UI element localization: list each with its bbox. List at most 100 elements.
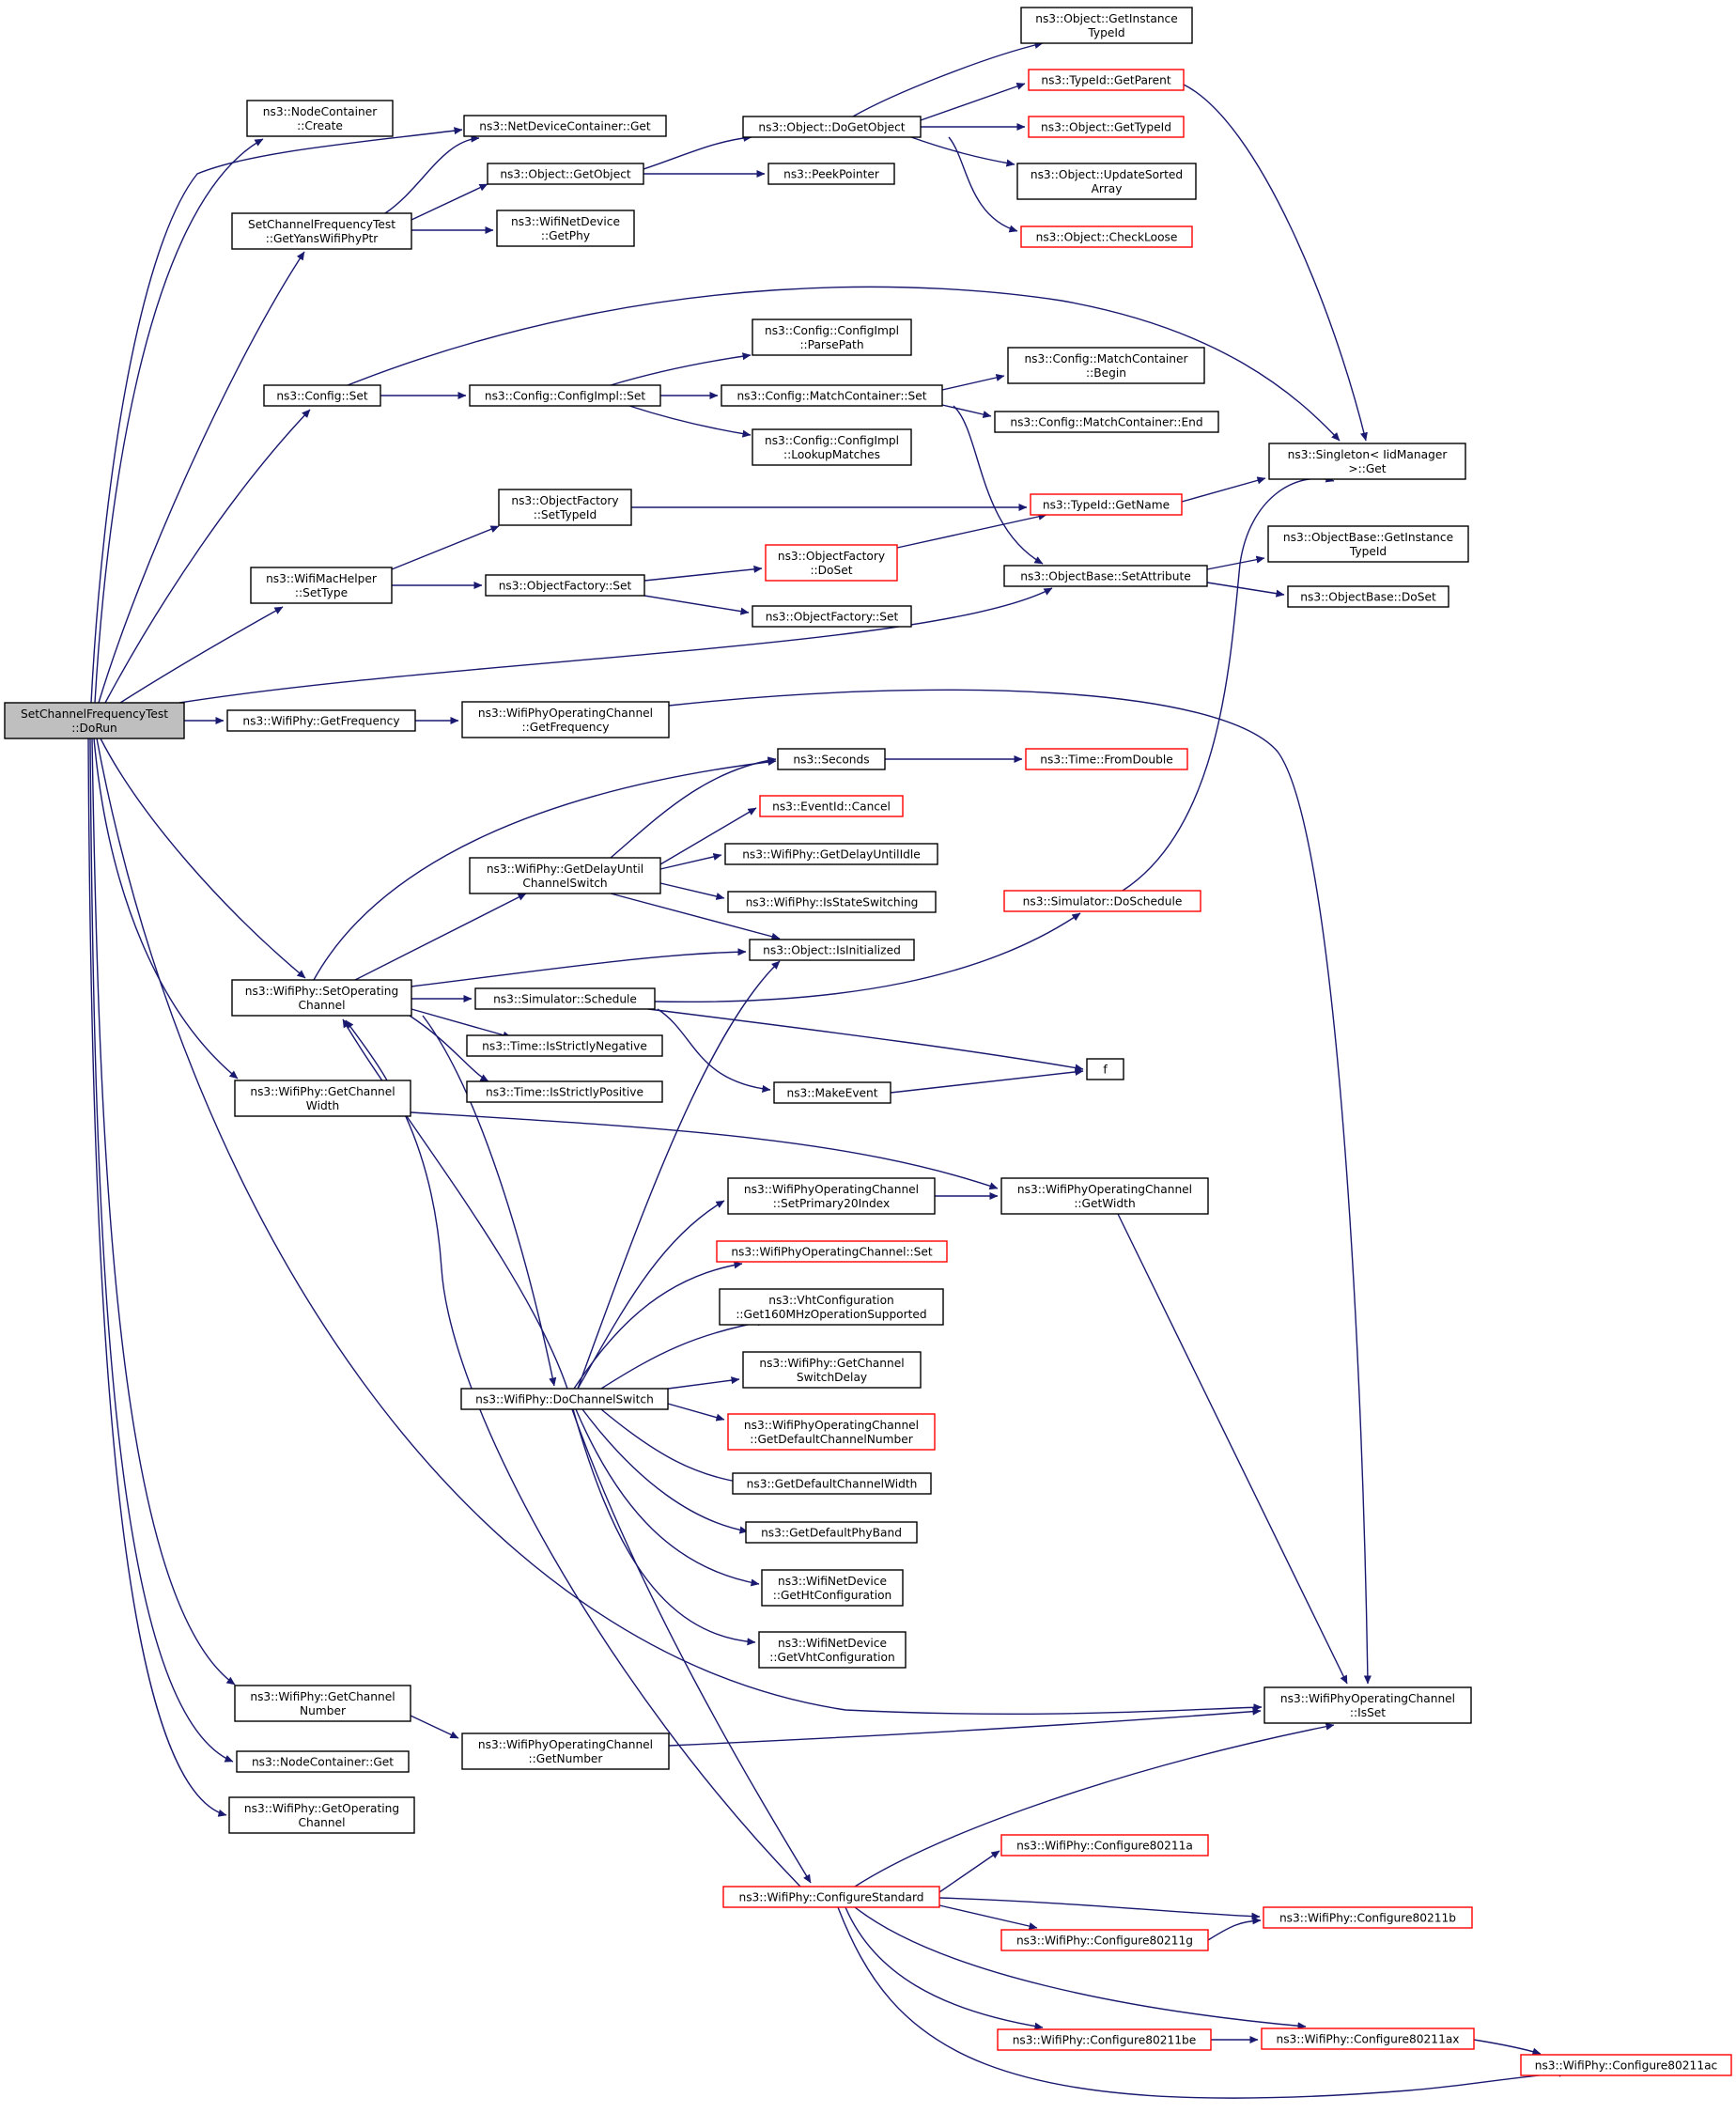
node-wpoc-getnumber[interactable]: ns3::WifiPhyOperatingChannel::GetNumber bbox=[461, 1732, 670, 1770]
node-vht-get160[interactable]: ns3::VhtConfiguration::Get160MHzOperatio… bbox=[719, 1288, 944, 1326]
node-wpoc-getwidth[interactable]: ns3::WifiPhyOperatingChannel::GetWidth bbox=[1000, 1177, 1209, 1215]
node-wpoc-getfreq[interactable]: ns3::WifiPhyOperatingChannel::GetFrequen… bbox=[461, 701, 670, 738]
node-box bbox=[485, 574, 645, 597]
node-phy-cfg11g[interactable]: ns3::WifiPhy::Configure80211g bbox=[1000, 1929, 1209, 1951]
node-wnd-getvht[interactable]: ns3::WifiNetDevice::GetVhtConfiguration bbox=[758, 1631, 907, 1669]
node-config-set[interactable]: ns3::Config::Set bbox=[263, 384, 381, 407]
node-label-line: ::ParsePath bbox=[799, 338, 863, 351]
node-time-ispos[interactable]: ns3::Time::IsStrictlyPositive bbox=[466, 1080, 663, 1103]
node-seconds[interactable]: ns3::Seconds bbox=[777, 748, 886, 770]
node-label-line: ns3::WifiPhy::Configure80211ac bbox=[1535, 2059, 1718, 2073]
node-box bbox=[1263, 1686, 1472, 1724]
node-cfgimpl-lookup[interactable]: ns3::Config::ConfigImpl::LookupMatches bbox=[752, 428, 912, 466]
node-obj-isinitialized[interactable]: ns3::Object::IsInitialized bbox=[749, 939, 915, 961]
node-box bbox=[474, 987, 656, 1010]
node-phy-dochanswitch[interactable]: ns3::WifiPhy::DoChannelSwitch bbox=[460, 1388, 669, 1410]
node-ob-doset[interactable]: ns3::ObjectBase::DoSet bbox=[1287, 585, 1449, 608]
node-obj-dogetobject[interactable]: ns3::Object::DoGetObject bbox=[742, 116, 922, 138]
edge-cfgimpl_set-to-cfgimpl_parsepath bbox=[610, 352, 752, 386]
node-label-line: ns3::WifiPhyOperatingChannel bbox=[478, 707, 653, 720]
node-label-line: ns3::TypeId::GetName bbox=[1043, 499, 1170, 512]
node-of-settypeid[interactable]: ns3::ObjectFactory::SetTypeId bbox=[498, 489, 632, 526]
node-box bbox=[466, 1034, 663, 1057]
node-wpoc-set[interactable]: ns3::WifiPhyOperatingChannel::Set bbox=[716, 1240, 948, 1263]
node-phy-getfreq[interactable]: ns3::WifiPhy::GetFrequency bbox=[226, 709, 416, 732]
node-wnd-getht[interactable]: ns3::WifiNetDevice::GetHtConfiguration bbox=[761, 1569, 904, 1607]
node-box bbox=[1028, 116, 1185, 138]
node-label-line: ns3::WifiPhy::Configure80211be bbox=[1013, 2034, 1197, 2047]
node-phy-configstd[interactable]: ns3::WifiPhy::ConfigureStandard bbox=[722, 1886, 940, 1908]
node-of-set[interactable]: ns3::ObjectFactory::Set bbox=[485, 574, 645, 597]
edge-getyans-to-obj_getobject bbox=[411, 183, 488, 221]
node-peekpointer[interactable]: ns3::PeekPointer bbox=[767, 163, 895, 185]
node-box bbox=[246, 100, 394, 137]
node-label-line: SetChannelFrequencyTest bbox=[248, 218, 395, 231]
node-getyans[interactable]: SetChannelFrequencyTest::GetYansWifiPhyP… bbox=[231, 212, 412, 250]
node-makeevent[interactable]: ns3::MakeEvent bbox=[773, 1081, 891, 1104]
node-obj-checkloose[interactable]: ns3::Object::CheckLoose bbox=[1020, 225, 1193, 248]
node-box bbox=[732, 1472, 932, 1495]
node-ndc-get[interactable]: ns3::NetDeviceContainer::Get bbox=[463, 115, 667, 137]
node-label-line: SwitchDelay bbox=[797, 1371, 867, 1384]
node-singleton-get[interactable]: ns3::Singleton< IidManager >::Get bbox=[1268, 443, 1466, 480]
node-nc-get[interactable]: ns3::NodeContainer::Get bbox=[236, 1750, 410, 1773]
node-label-line: ns3::Singleton< IidManager bbox=[1288, 448, 1449, 461]
edge-phy_cfg11g-to-phy_cfg11b bbox=[1207, 1917, 1262, 1941]
node-wnd-getphy[interactable]: ns3::WifiNetDevice::GetPhy bbox=[496, 210, 635, 247]
edge-sim_doschedule-to-singleton_get bbox=[1122, 474, 1335, 892]
node-box bbox=[752, 605, 912, 628]
node-label-line: ns3::WifiPhyOperatingChannel bbox=[1017, 1183, 1192, 1196]
node-box bbox=[777, 748, 886, 770]
edge-sim_schedule-to-sim_doschedule bbox=[654, 912, 1081, 1003]
node-phy-cfg11a[interactable]: ns3::WifiPhy::Configure80211a bbox=[1000, 1834, 1209, 1857]
node-typeid-getparent[interactable]: ns3::TypeId::GetParent bbox=[1028, 69, 1185, 91]
node-phy-cfg11b[interactable]: ns3::WifiPhy::Configure80211b bbox=[1263, 1906, 1473, 1929]
node-phy-cfg11be[interactable]: ns3::WifiPhy::Configure80211be bbox=[997, 2028, 1212, 2051]
node-getdefchanwidth[interactable]: ns3::GetDefaultChannelWidth bbox=[732, 1472, 932, 1495]
node-of-doset[interactable]: ns3::ObjectFactory::DoSet bbox=[765, 544, 898, 582]
node-label-line: ChannelSwitch bbox=[522, 877, 607, 890]
node-cfgimpl-set[interactable]: ns3::Config::ConfigImpl::Set bbox=[469, 384, 661, 407]
node-getdefphyband[interactable]: ns3::GetDefaultPhyBand bbox=[745, 1521, 918, 1544]
node-eventid-cancel[interactable]: ns3::EventId::Cancel bbox=[759, 795, 904, 817]
node-wpoc-setprimary[interactable]: ns3::WifiPhyOperatingChannel::SetPrimary… bbox=[727, 1177, 936, 1215]
node-time-fromdouble[interactable]: ns3::Time::FromDouble bbox=[1025, 748, 1188, 770]
node-box bbox=[1020, 7, 1193, 44]
node-label-line: ns3::Time::IsStrictlyPositive bbox=[486, 1086, 643, 1099]
node-label-line: ::SetPrimary20Index bbox=[773, 1197, 890, 1210]
node-time-isneg[interactable]: ns3::Time::IsStrictlyNegative bbox=[466, 1034, 663, 1057]
node-label-line: ns3::WifiPhyOperatingChannel::Set bbox=[731, 1246, 933, 1259]
node-mc-end[interactable]: ns3::Config::MatchContainer::End bbox=[994, 411, 1219, 433]
node-mc-set[interactable]: ns3::Config::MatchContainer::Set bbox=[721, 384, 943, 407]
node-phy-cfg11ax[interactable]: ns3::WifiPhy::Configure80211ax bbox=[1261, 2028, 1475, 2050]
node-sim-doschedule[interactable]: ns3::Simulator::DoSchedule bbox=[1003, 890, 1201, 912]
node-label-line: ns3::TypeId::GetParent bbox=[1041, 74, 1171, 87]
node-obj-getobject[interactable]: ns3::Object::GetObject bbox=[487, 163, 644, 185]
node-mc-begin[interactable]: ns3::Config::MatchContainer::Begin bbox=[1007, 347, 1205, 384]
node-phy-getdelayidle[interactable]: ns3::WifiPhy::GetDelayUntilIdle bbox=[724, 843, 938, 865]
node-ob-setattribute[interactable]: ns3::ObjectBase::SetAttribute bbox=[1003, 565, 1208, 587]
node-nc-create[interactable]: ns3::NodeContainer::Create bbox=[246, 100, 394, 137]
node-f[interactable]: f bbox=[1086, 1058, 1124, 1080]
node-cfgimpl-parsepath[interactable]: ns3::Config::ConfigImpl::ParsePath bbox=[752, 319, 912, 356]
node-of-set2[interactable]: ns3::ObjectFactory::Set bbox=[752, 605, 912, 628]
node-wpoc-getdefchannum[interactable]: ns3::WifiPhyOperatingChannel::GetDefault… bbox=[727, 1413, 936, 1451]
node-wifimac-settype[interactable]: ns3::WifiMacHelper::SetType bbox=[250, 567, 393, 604]
node-obj-gettypeid[interactable]: ns3::Object::GetTypeId bbox=[1028, 116, 1185, 138]
node-typeid-getname[interactable]: ns3::TypeId::GetName bbox=[1030, 493, 1183, 516]
node-sim-schedule[interactable]: ns3::Simulator::Schedule bbox=[474, 987, 656, 1010]
node-wpoc-isset[interactable]: ns3::WifiPhyOperatingChannel::IsSet bbox=[1263, 1686, 1472, 1724]
edge-obj_dogetobject-to-obj_getinstancetypeid bbox=[852, 41, 1044, 117]
node-phy-isstateswitching[interactable]: ns3::WifiPhy::IsStateSwitching bbox=[727, 891, 937, 913]
node-phy-cfg11ac[interactable]: ns3::WifiPhy::Configure80211ac bbox=[1520, 2054, 1732, 2076]
